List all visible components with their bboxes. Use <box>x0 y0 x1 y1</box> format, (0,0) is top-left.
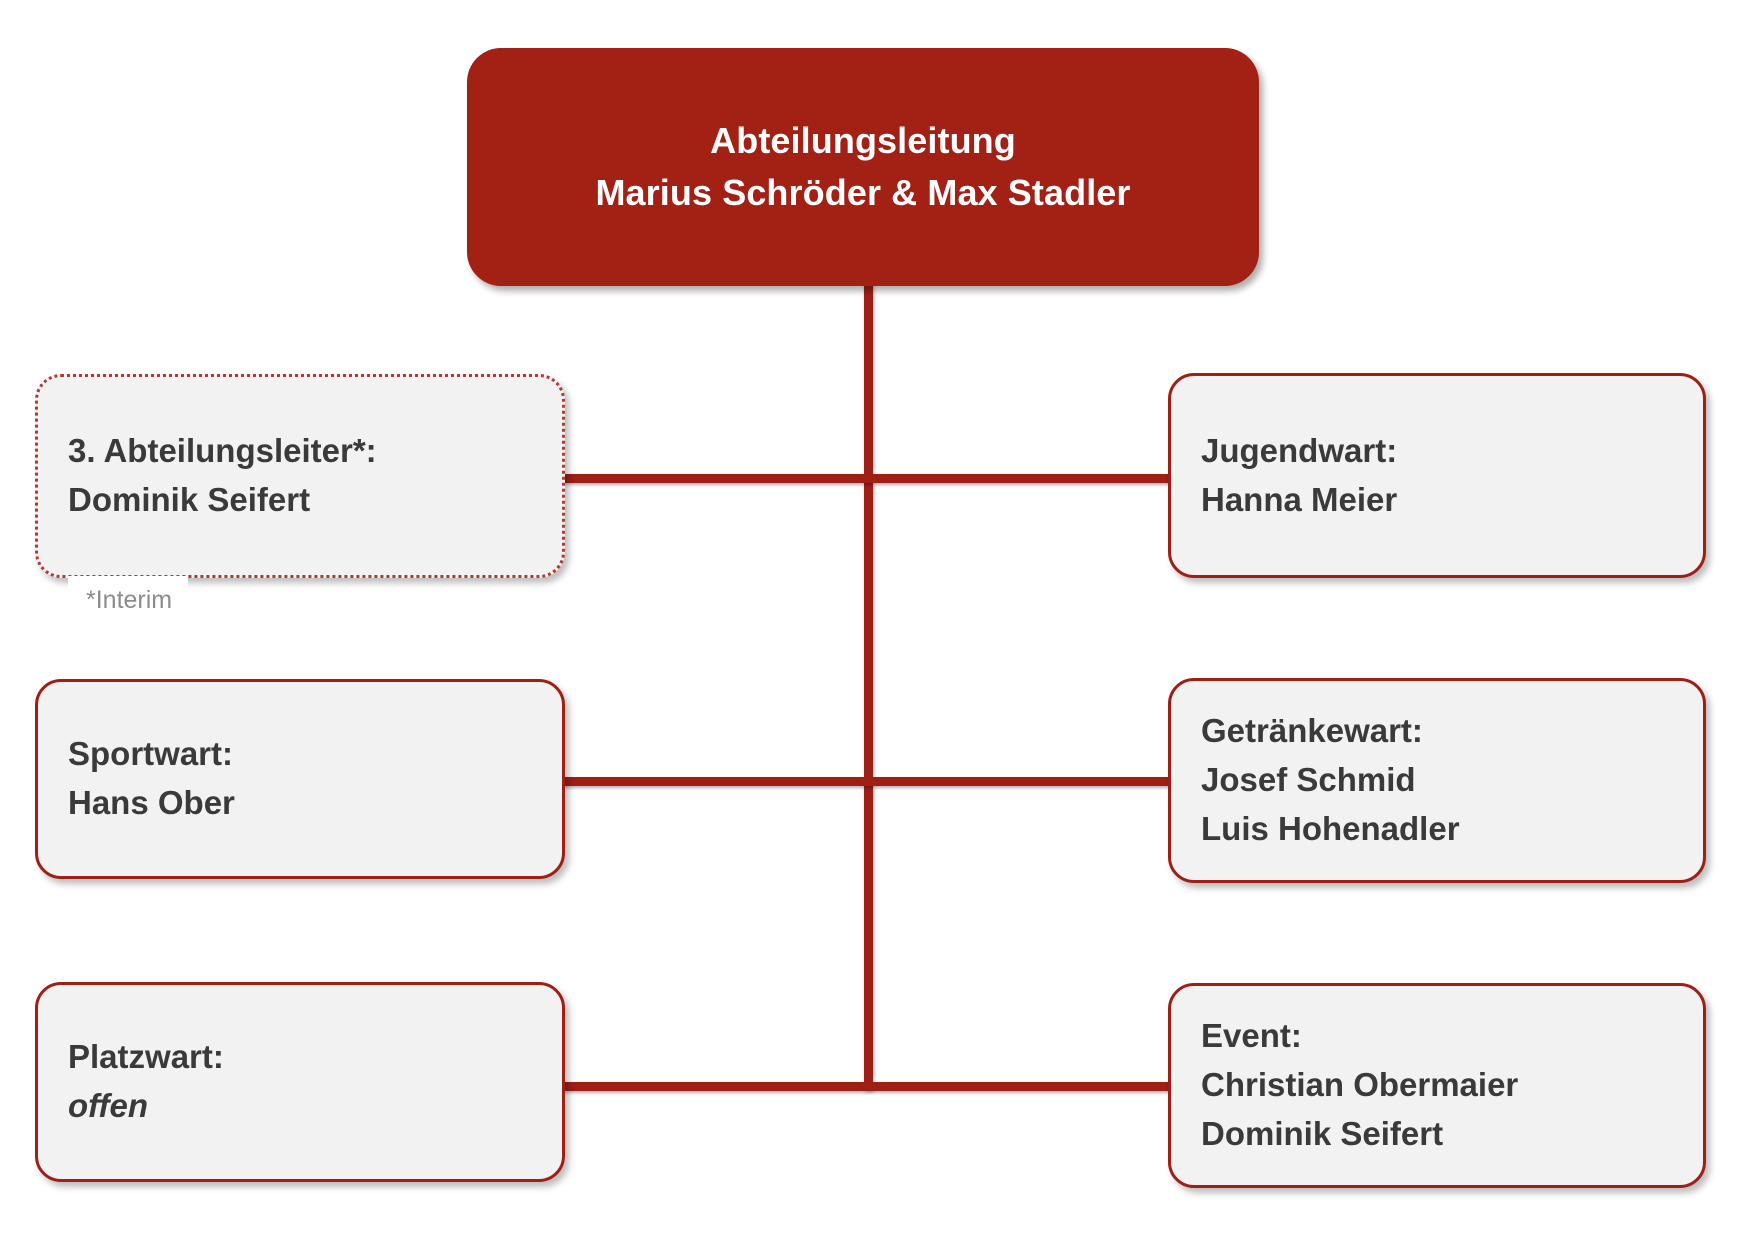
node-jugendwart-role: Jugendwart: <box>1201 431 1398 469</box>
node-jugendwart-person: Hanna Meier <box>1201 480 1398 518</box>
node-sportwart-role: Sportwart: <box>68 735 233 773</box>
node-getraenkewart-role: Getränkewart: <box>1201 712 1423 750</box>
node-event-person-1: Christian Obermaier <box>1201 1066 1519 1104</box>
node-event-person-2: Dominik Seifert <box>1201 1114 1444 1152</box>
node-platzwart[interactable]: Platzwart: offen <box>35 982 565 1182</box>
node-event[interactable]: Event: Christian Obermaier Dominik Seife… <box>1168 983 1706 1188</box>
connector-trunk-vertical <box>864 270 873 1090</box>
node-getraenkewart-person-2: Luis Hohenadler <box>1201 809 1460 847</box>
node-dritter-abteilungsleiter[interactable]: 3. Abteilungsleiter*: Dominik Seifert <box>35 374 565 578</box>
node-platzwart-role: Platzwart: <box>68 1038 224 1076</box>
node-abteilungsleitung[interactable]: Abteilungsleitung Marius Schröder & Max … <box>467 48 1259 286</box>
node-jugendwart[interactable]: Jugendwart: Hanna Meier <box>1168 373 1706 578</box>
node-getraenkewart-person-1: Josef Schmid <box>1201 761 1416 799</box>
connector-row2-horizontal <box>563 777 1169 786</box>
node-dritter-abteilungsleiter-role: 3. Abteilungsleiter*: <box>68 432 377 470</box>
node-sportwart[interactable]: Sportwart: Hans Ober <box>35 679 565 879</box>
node-abteilungsleitung-people: Marius Schröder & Max Stadler <box>595 172 1131 213</box>
node-sportwart-person: Hans Ober <box>68 784 235 821</box>
connector-row3-horizontal <box>563 1082 1169 1091</box>
node-dritter-abteilungsleiter-person: Dominik Seifert <box>68 481 311 518</box>
node-platzwart-person: offen <box>68 1087 149 1124</box>
node-abteilungsleitung-role: Abteilungsleitung <box>710 119 1016 161</box>
node-getraenkewart[interactable]: Getränkewart: Josef Schmid Luis Hohenadl… <box>1168 678 1706 883</box>
node-event-role: Event: <box>1201 1017 1302 1055</box>
connector-row1-horizontal <box>563 474 1169 483</box>
footnote-interim: *Interim <box>68 576 189 627</box>
